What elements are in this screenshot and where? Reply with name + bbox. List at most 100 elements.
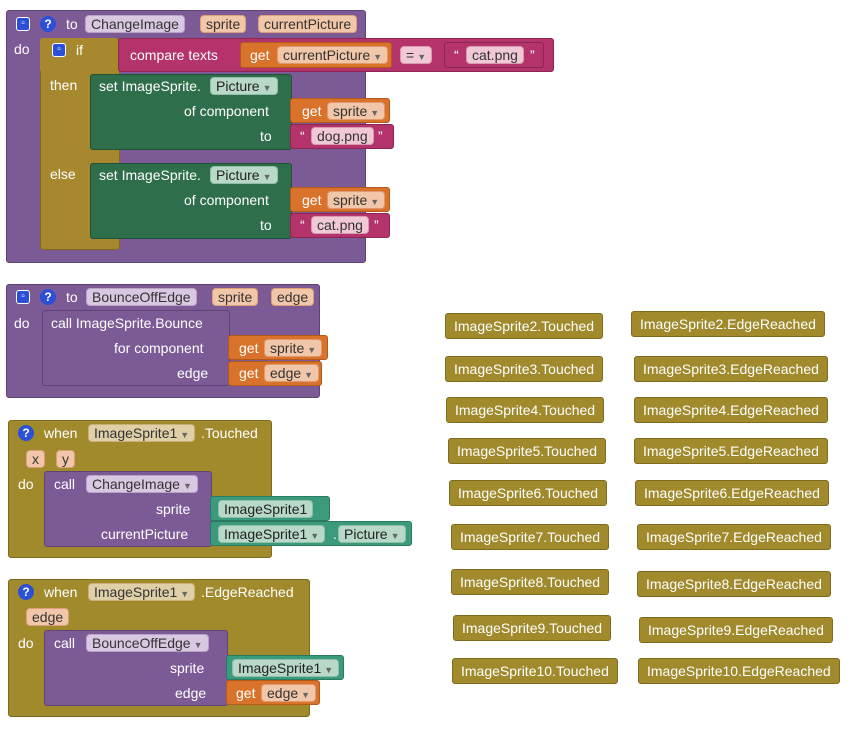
help-icon[interactable]: ? <box>18 425 34 441</box>
call-label: call <box>54 476 76 492</box>
currentpicture-arg-label: currentPicture <box>101 526 189 542</box>
param-x[interactable]: x <box>26 450 45 468</box>
collapsed-event-block[interactable]: ImageSprite6.Touched <box>449 480 608 506</box>
collapsed-event-block[interactable]: ImageSprite2.EdgeReached <box>631 311 825 337</box>
close-quote: ” <box>378 128 383 144</box>
set-label: set ImageSprite. <box>99 167 201 183</box>
chevron-down-icon: ▼ <box>417 52 427 62</box>
mutator-icon[interactable]: ▫ <box>16 290 30 304</box>
when-label: when <box>44 584 78 600</box>
param-y[interactable]: y <box>56 450 75 468</box>
chevron-down-icon: ▼ <box>307 345 317 355</box>
property-dropdown[interactable]: Picture▼ <box>210 166 278 184</box>
get-label: get <box>302 103 322 119</box>
property-dropdown[interactable]: Picture▼ <box>338 525 406 543</box>
procedure-dropdown[interactable]: BounceOffEdge▼ <box>86 634 209 652</box>
get-var-dropdown[interactable]: edge▼ <box>261 684 317 702</box>
open-quote: “ <box>300 128 305 144</box>
param-sprite[interactable]: sprite <box>200 15 247 33</box>
collapsed-event-block[interactable]: ImageSprite9.Touched <box>453 615 612 641</box>
chevron-down-icon: ▼ <box>373 52 383 62</box>
collapsed-event-block[interactable]: ImageSprite5.Touched <box>448 438 607 464</box>
chevron-down-icon: ▼ <box>301 690 311 700</box>
get-label: get <box>250 47 270 63</box>
of-component-label: of component <box>184 192 269 208</box>
collapsed-event-block[interactable]: ImageSprite8.Touched <box>451 569 610 595</box>
collapsed-event-block[interactable]: ImageSprite5.EdgeReached <box>634 438 828 464</box>
component-field[interactable]: ImageSprite1 <box>218 500 314 518</box>
set-label: set ImageSprite. <box>99 78 201 94</box>
call-bounce-label: call ImageSprite.Bounce <box>51 315 203 331</box>
to-label: to <box>260 128 272 144</box>
chevron-down-icon: ▼ <box>390 531 400 541</box>
get-var-dropdown[interactable]: edge▼ <box>264 364 320 382</box>
chevron-down-icon: ▼ <box>262 83 272 93</box>
component-dropdown[interactable]: ImageSprite1▼ <box>218 525 326 543</box>
event-name-label: .EdgeReached <box>201 584 294 600</box>
help-icon[interactable]: ? <box>18 584 34 600</box>
do-label: do <box>18 635 34 651</box>
to-label: to <box>66 289 78 305</box>
text-literal-field[interactable]: cat.png <box>311 216 369 234</box>
collapsed-event-block[interactable]: ImageSprite9.EdgeReached <box>639 617 833 643</box>
get-var-dropdown[interactable]: sprite▼ <box>327 102 386 120</box>
param-edge[interactable]: edge <box>26 608 70 626</box>
property-dropdown[interactable]: Picture▼ <box>210 77 278 95</box>
component-dropdown[interactable]: ImageSprite1▼ <box>88 583 196 601</box>
of-component-label: of component <box>184 103 269 119</box>
when-label: when <box>44 425 78 441</box>
collapsed-event-block[interactable]: ImageSprite4.EdgeReached <box>634 397 828 423</box>
collapsed-event-block[interactable]: ImageSprite3.Touched <box>445 356 604 382</box>
do-label: do <box>14 315 30 331</box>
collapsed-event-block[interactable]: ImageSprite2.Touched <box>445 313 604 339</box>
sprite-arg-label: sprite <box>156 501 191 517</box>
chevron-down-icon: ▼ <box>180 589 190 599</box>
get-var-dropdown[interactable]: sprite▼ <box>264 339 323 357</box>
collapsed-event-block[interactable]: ImageSprite3.EdgeReached <box>634 356 828 382</box>
chevron-down-icon: ▼ <box>310 531 320 541</box>
else-label: else <box>50 166 76 182</box>
get-label: get <box>236 685 256 701</box>
chevron-down-icon: ▼ <box>262 172 272 182</box>
component-dropdown[interactable]: ImageSprite1▼ <box>88 424 196 442</box>
to-label: to <box>66 16 78 32</box>
chevron-down-icon: ▼ <box>324 665 334 675</box>
param-edge[interactable]: edge <box>271 288 315 306</box>
compare-texts-label: compare texts <box>130 47 218 63</box>
collapsed-event-block[interactable]: ImageSprite10.Touched <box>452 658 618 684</box>
text-literal-field[interactable]: cat.png <box>466 46 524 64</box>
close-quote: ” <box>530 47 535 63</box>
call-bounce-block[interactable] <box>42 310 230 386</box>
param-currentpicture[interactable]: currentPicture <box>258 15 358 33</box>
collapsed-event-block[interactable]: ImageSprite4.Touched <box>446 397 605 423</box>
edge-label: edge <box>177 365 209 381</box>
call-label: call <box>54 635 76 651</box>
dot-label: . <box>333 526 337 542</box>
mutator-icon[interactable]: ▫ <box>52 43 66 57</box>
text-literal-field[interactable]: dog.png <box>311 127 374 145</box>
chevron-down-icon: ▼ <box>193 640 203 650</box>
procedure-name-field[interactable]: BounceOffEdge <box>86 288 197 306</box>
get-label: get <box>239 365 259 381</box>
mutator-icon[interactable]: ▫ <box>16 17 30 31</box>
param-sprite[interactable]: sprite <box>212 288 259 306</box>
get-var-dropdown[interactable]: currentPicture▼ <box>277 46 389 64</box>
procedure-name-field[interactable]: ChangeImage <box>85 15 185 33</box>
chevron-down-icon: ▼ <box>370 108 380 118</box>
procedure-dropdown[interactable]: ChangeImage▼ <box>86 475 198 493</box>
help-icon[interactable]: ? <box>40 16 56 32</box>
collapsed-event-block[interactable]: ImageSprite8.EdgeReached <box>637 571 831 597</box>
chevron-down-icon: ▼ <box>182 481 192 491</box>
collapsed-event-block[interactable]: ImageSprite6.EdgeReached <box>635 480 829 506</box>
collapsed-event-block[interactable]: ImageSprite10.EdgeReached <box>638 658 840 684</box>
help-icon[interactable]: ? <box>40 289 56 305</box>
component-dropdown[interactable]: ImageSprite1▼ <box>232 659 340 677</box>
collapsed-event-block[interactable]: ImageSprite7.Touched <box>451 524 610 550</box>
get-var-dropdown[interactable]: sprite▼ <box>327 191 386 209</box>
event-name-label: .Touched <box>201 425 258 441</box>
operator-dropdown[interactable]: =▼ <box>400 46 433 64</box>
collapsed-event-block[interactable]: ImageSprite7.EdgeReached <box>637 524 831 550</box>
get-label: get <box>239 340 259 356</box>
to-label: to <box>260 217 272 233</box>
chevron-down-icon: ▼ <box>304 370 314 380</box>
